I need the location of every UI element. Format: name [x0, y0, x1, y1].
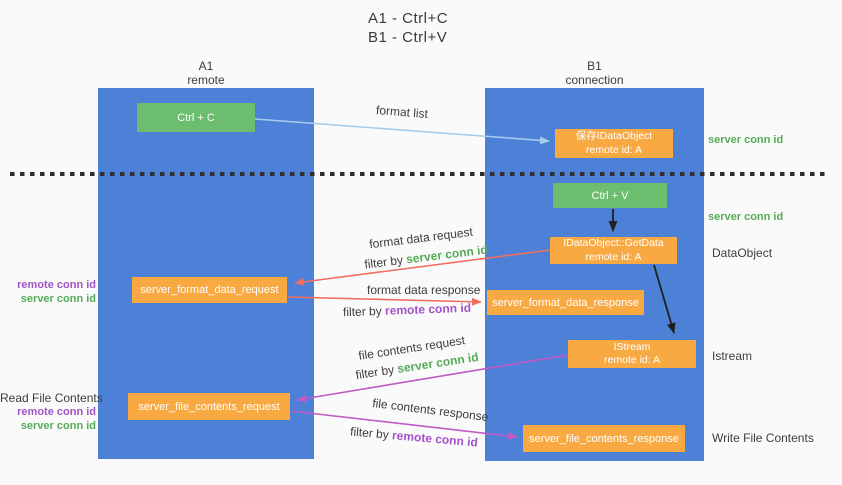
title-line-ctrl-c: A1 - Ctrl+C: [368, 10, 449, 27]
annotation-remote-conn-id-2: remote conn id: [17, 406, 96, 418]
diagram-title: A1 - Ctrl+C B1 - Ctrl+V: [368, 9, 448, 47]
annotation-read-file-contents: Read File Contents: [0, 391, 103, 405]
node-idataobject-getdata: IDataObject::GetData remote id: A: [550, 237, 677, 264]
edge-label-filter-by-remote-conn-id-2: filter by remote conn id: [350, 424, 479, 449]
annotation-dataobject: DataObject: [712, 246, 773, 260]
separator-dotted-line: [10, 172, 825, 176]
edge-label-format-data-response: format data response: [367, 283, 481, 297]
annotation-write-file-contents: Write File Contents: [712, 431, 814, 445]
node-ctrl-v-label: Ctrl + V: [591, 189, 629, 202]
filter-by-text: filter by: [354, 362, 395, 383]
node-format-request-label: server_format_data_request: [140, 284, 279, 296]
filter-by-text: filter by: [342, 303, 382, 320]
remote-conn-id-text: remote conn id: [384, 300, 472, 318]
edge-label-file-contents-response: file contents response: [371, 395, 490, 425]
filter-by-text: filter by: [349, 424, 390, 442]
lane-a1-subtitle: remote: [187, 73, 225, 87]
lane-header-b1: B1 connection: [485, 59, 704, 87]
lane-header-a1: A1 remote: [98, 59, 314, 87]
annotation-server-conn-id-2: server conn id: [20, 420, 96, 432]
node-server-format-data-response: server_format_data_response: [487, 290, 644, 315]
node-server-file-contents-request: server_file_contents_request: [128, 393, 290, 420]
lane-a1-name: A1: [198, 59, 214, 73]
lane-b1-subtitle: connection: [565, 73, 624, 87]
remote-conn-id-text: remote conn id: [391, 428, 479, 450]
annotation-server-conn-id-top: server conn id: [708, 134, 784, 146]
node-server-file-contents-response: server_file_contents_response: [523, 425, 685, 452]
node-istream-line2: remote id: A: [603, 354, 661, 366]
node-file-request-label: server_file_contents_request: [138, 400, 280, 413]
edge-label-format-list: format list: [375, 102, 429, 122]
annotation-istream: Istream: [712, 349, 753, 363]
node-save-idataobject-line2: remote id: A: [585, 143, 643, 156]
node-istream: IStream remote id: A: [568, 340, 696, 368]
node-ctrl-v: Ctrl + V: [553, 183, 667, 208]
edge-label-filter-by-remote-conn-id-1: filter by remote conn id: [343, 301, 471, 319]
node-ctrl-c: Ctrl + C: [137, 103, 255, 132]
node-getdata-line1: IDataObject::GetData: [563, 237, 664, 249]
node-istream-line1: IStream: [613, 340, 651, 353]
title-line-ctrl-v: B1 - Ctrl+V: [368, 29, 448, 46]
annotation-remote-conn-id-1: remote conn id: [17, 279, 96, 291]
node-format-response-label: server_format_data_response: [492, 296, 639, 309]
node-getdata-line2: remote id: A: [585, 250, 642, 263]
annotation-server-conn-id-mid: server conn id: [708, 211, 784, 223]
node-save-idataobject: 保存IDataObject remote id: A: [555, 129, 673, 158]
node-save-idataobject-line1: 保存IDataObject: [575, 130, 653, 142]
node-file-response-label: server_file_contents_response: [529, 432, 679, 445]
annotation-server-conn-id-1: server conn id: [20, 293, 96, 305]
node-ctrl-c-label: Ctrl + C: [177, 111, 215, 124]
lane-b1-name: B1: [587, 59, 602, 73]
server-conn-id-text: server conn id: [405, 242, 489, 267]
filter-by-text: filter by: [363, 252, 404, 272]
node-server-format-data-request: server_format_data_request: [132, 277, 287, 303]
